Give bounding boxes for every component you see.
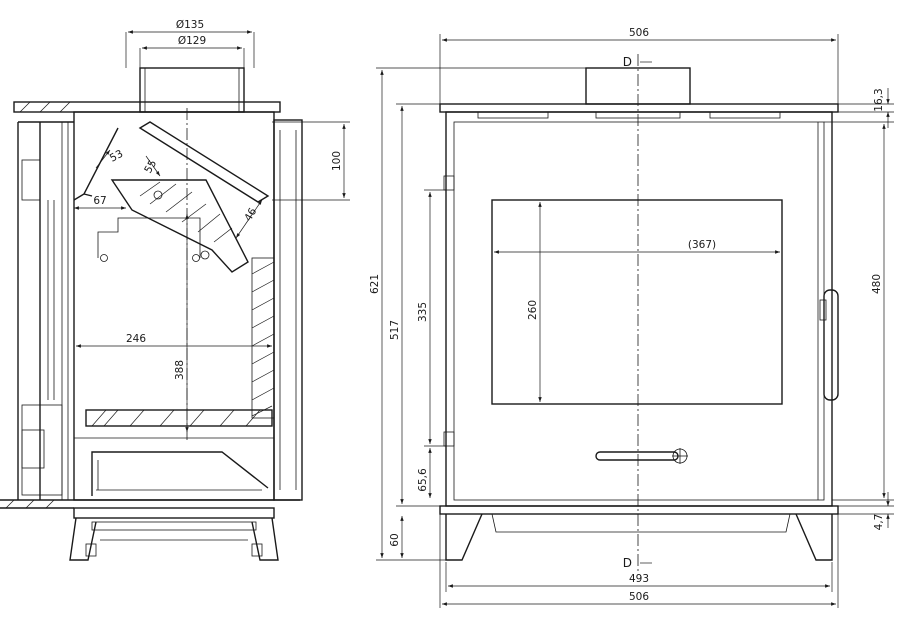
dim-top-width: 506 — [629, 27, 649, 39]
stove-body-section — [17, 111, 303, 501]
flue-pipe — [139, 67, 245, 113]
dim-flue-outer: Ø135 — [176, 19, 204, 31]
section-markers — [640, 61, 652, 564]
ash-pan — [91, 451, 269, 496]
front-base-legs — [439, 505, 839, 561]
dim-firebox-height: 388 — [174, 360, 186, 380]
baffle-plate — [110, 121, 270, 273]
dim-legs-height: 60 — [389, 533, 401, 546]
air-deflector — [73, 127, 119, 201]
dim-glass-width: (367) — [688, 239, 716, 251]
front-top-plate — [439, 103, 839, 119]
dim-55: 55 — [142, 158, 159, 176]
dim-top-plate: 16,3 — [873, 88, 885, 111]
top-plate — [13, 101, 281, 113]
dim-door-height: 480 — [871, 274, 883, 294]
dim-baffle-offset: 100 — [331, 151, 343, 171]
side-dimensions — [74, 30, 350, 432]
dim-hinge-bottom: 65,6 — [417, 468, 429, 492]
dim-base-plate: 4,7 — [873, 514, 885, 531]
dim-body-height: 517 — [389, 320, 401, 340]
section-marker-top: D — [623, 55, 632, 69]
dim-67: 67 — [93, 195, 106, 207]
front-dimensions — [376, 34, 894, 608]
dim-hinge-span: 335 — [417, 302, 429, 322]
dim-glass-height: 260 — [527, 300, 539, 320]
door-handle — [819, 289, 839, 401]
dim-46: 46 — [242, 206, 259, 224]
dim-foot-span: 493 — [629, 573, 649, 585]
dim-flue-inner: Ø129 — [178, 35, 206, 47]
firebox — [74, 217, 275, 439]
dim-firebox-width: 246 — [126, 333, 146, 345]
door-glass — [491, 199, 783, 405]
side-section-view: Ø135 Ø129 100 53 55 67 46 246 388 — [0, 19, 350, 561]
dim-overall-height: 621 — [369, 274, 381, 294]
dim-53: 53 — [108, 148, 125, 165]
side-floor-legs — [0, 499, 300, 561]
front-view: D D — [369, 27, 894, 608]
air-control — [595, 448, 688, 464]
dim-base-width: 506 — [629, 591, 649, 603]
section-marker-bottom: D — [623, 556, 632, 570]
